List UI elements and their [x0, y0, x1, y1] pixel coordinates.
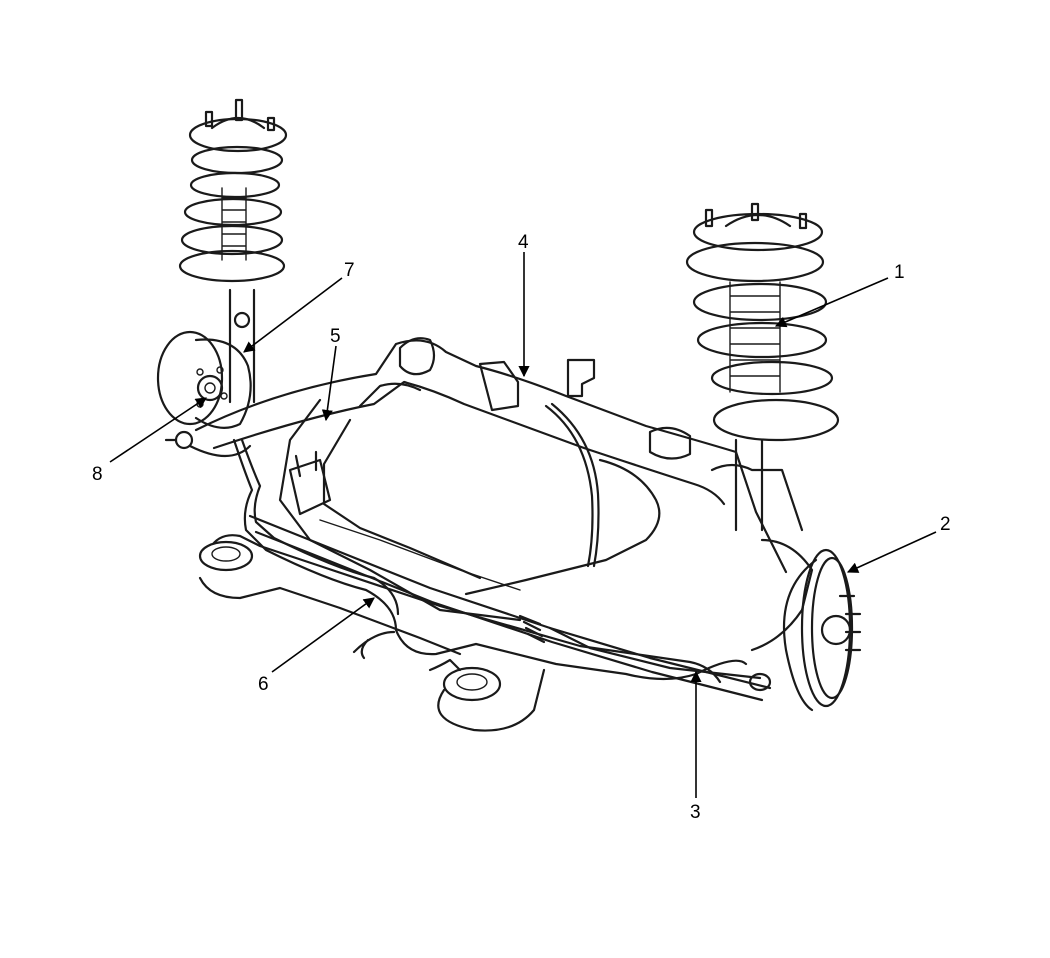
callout-7: 7 — [344, 260, 355, 281]
callout-6: 6 — [258, 674, 269, 695]
callout-4: 4 — [518, 232, 529, 253]
left-knuckle-and-hub — [156, 330, 252, 457]
stabilizer-bar — [232, 438, 748, 681]
callout-5: 5 — [330, 326, 341, 347]
callout-2: 2 — [940, 514, 951, 535]
leader-2 — [846, 531, 937, 573]
right-strut-assembly — [685, 202, 840, 532]
steering-gear — [248, 450, 772, 702]
callout-3: 3 — [690, 802, 701, 823]
leader-5 — [321, 345, 337, 422]
subframe — [194, 337, 788, 732]
callout-labels: 1 2 3 4 5 6 7 8 — [92, 232, 951, 823]
callout-1: 1 — [894, 262, 905, 283]
leader-lines — [109, 252, 937, 798]
callout-8: 8 — [92, 464, 103, 485]
right-brake-disc — [750, 538, 862, 712]
brake-lines — [319, 402, 661, 596]
leader-6 — [271, 597, 375, 673]
leader-8 — [109, 397, 207, 463]
leader-7 — [243, 277, 343, 353]
leader-1 — [774, 277, 889, 328]
